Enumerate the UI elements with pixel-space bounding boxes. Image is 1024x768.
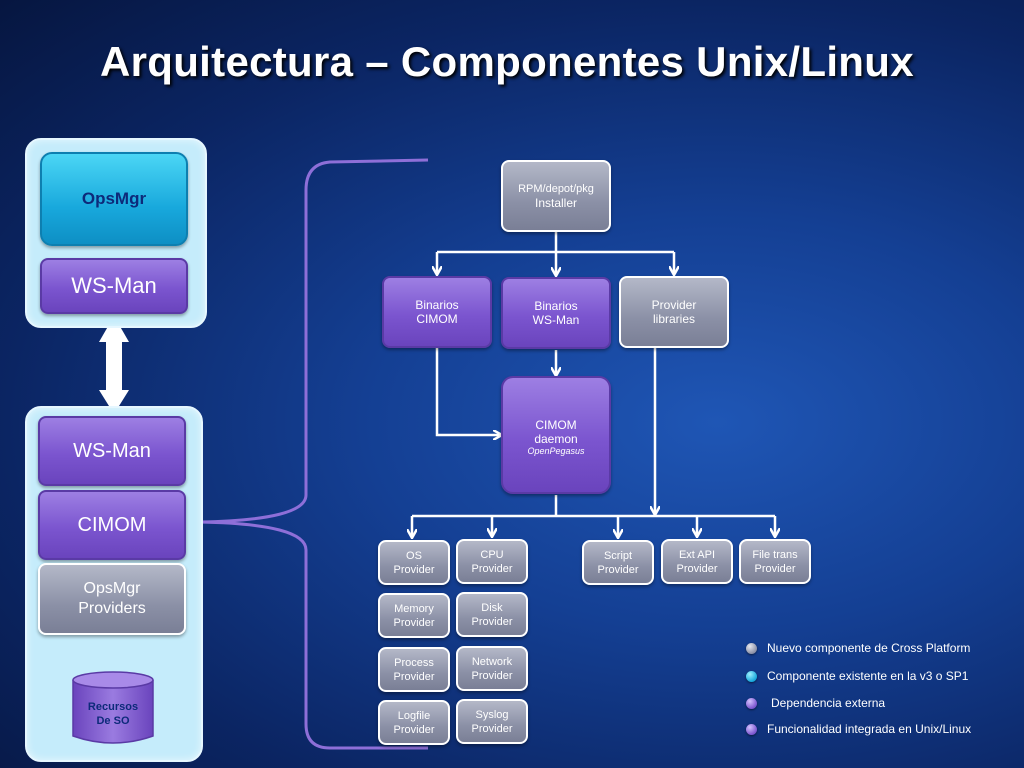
memory-provider-line2: Provider <box>393 616 435 629</box>
disk-provider-line2: Provider <box>471 615 513 628</box>
os-resources-cylinder: Recursos De SO <box>71 670 155 748</box>
cimom-daemon-sub: OpenPegasus <box>527 446 585 456</box>
resources-line1: Recursos <box>87 701 139 713</box>
syslog-provider-line2: Provider <box>471 722 513 735</box>
binarios-wsman-line1: Binarios <box>534 299 578 313</box>
os-provider-line1: OS <box>406 549 422 562</box>
logfile-provider-line2: Provider <box>393 723 435 736</box>
cimom-daemon-line1: CIMOM <box>535 418 577 432</box>
cpu-provider-line2: Provider <box>471 562 513 575</box>
legend-label: Funcionalidad integrada en Unix/Linux <box>767 722 972 736</box>
opsmgr-providers-box: OpsMgr Providers <box>38 563 186 635</box>
os-provider-box: OS Provider <box>378 540 450 585</box>
legend-item-external: Dependencia externa <box>746 696 885 710</box>
script-provider-line2: Provider <box>597 563 639 576</box>
syslog-provider-box: Syslog Provider <box>456 699 528 744</box>
opsmgr-box: OpsMgr <box>40 152 188 246</box>
memory-provider-box: Memory Provider <box>378 593 450 638</box>
logfile-provider-line1: Logfile <box>397 709 431 722</box>
slide-title: Arquitectura – Componentes Unix/Linux <box>100 38 914 85</box>
cpu-provider-box: CPU Provider <box>456 539 528 584</box>
binarios-wsman-box: Binarios WS-Man <box>501 277 611 349</box>
wsman-bottom-label: WS-Man <box>73 440 151 462</box>
binarios-cimom-line1: Binarios <box>415 298 459 312</box>
extapi-provider-line1: Ext API <box>678 548 716 561</box>
provider-libraries-box: Provider libraries <box>619 276 729 348</box>
wsman-top-label: WS-Man <box>71 273 157 298</box>
binarios-cimom-box: Binarios CIMOM <box>382 276 492 348</box>
provider-libraries-line2: libraries <box>652 312 695 326</box>
network-provider-box: Network Provider <box>456 646 528 691</box>
process-provider-line2: Provider <box>393 670 435 683</box>
legend-item-integrated: Funcionalidad integrada en Unix/Linux <box>746 722 971 736</box>
purple-bullet-icon <box>746 697 757 709</box>
binarios-wsman-line2: WS-Man <box>532 313 580 327</box>
installer-box: RPM/depot/pkg Installer <box>501 160 611 232</box>
os-provider-line2: Provider <box>393 563 435 576</box>
grey-bullet-icon <box>746 642 757 654</box>
teal-bullet-icon <box>746 670 757 682</box>
process-provider-line1: Process <box>394 656 434 669</box>
filetrans-provider-box: File trans Provider <box>739 539 811 584</box>
cimom-box: CIMOM <box>38 490 186 560</box>
disk-provider-line1: Disk <box>481 601 503 614</box>
wsman-top-box: WS-Man <box>40 258 188 314</box>
filetrans-provider-line1: File trans <box>752 548 798 561</box>
filetrans-provider-line2: Provider <box>754 562 796 575</box>
installer-line2: Installer <box>534 196 578 210</box>
process-provider-box: Process Provider <box>378 647 450 692</box>
logfile-provider-box: Logfile Provider <box>378 700 450 745</box>
script-provider-box: Script Provider <box>582 540 654 585</box>
legend-label: Dependencia externa <box>771 696 886 710</box>
double-arrow-icon <box>99 316 129 414</box>
installer-line1: RPM/depot/pkg <box>518 183 594 195</box>
legend-item-new: Nuevo componente de Cross Platform <box>746 641 970 655</box>
cimom-daemon-line2: daemon <box>534 432 578 446</box>
purple-bullet-icon <box>746 723 757 735</box>
extapi-provider-box: Ext API Provider <box>661 539 733 584</box>
opsmgr-label: OpsMgr <box>81 189 147 208</box>
cimom-label: CIMOM <box>77 514 147 536</box>
syslog-provider-line1: Syslog <box>475 708 509 721</box>
extapi-provider-line2: Provider <box>676 562 718 575</box>
network-provider-line2: Provider <box>471 669 513 682</box>
legend-label: Nuevo componente de Cross Platform <box>767 641 971 655</box>
resources-line2: De SO <box>96 715 130 727</box>
memory-provider-line1: Memory <box>394 602 434 615</box>
script-provider-line1: Script <box>603 549 633 562</box>
legend-label: Componente existente en la v3 o SP1 <box>767 669 969 683</box>
opsmgr-providers-line2: Providers <box>78 600 146 617</box>
network-provider-line1: Network <box>471 655 513 668</box>
wsman-bottom-box: WS-Man <box>38 416 186 486</box>
disk-provider-box: Disk Provider <box>456 592 528 637</box>
provider-libraries-line1: Provider <box>651 298 697 312</box>
opsmgr-providers-line1: OpsMgr <box>83 580 141 597</box>
cpu-provider-line1: CPU <box>480 548 504 561</box>
legend-item-existing: Componente existente en la v3 o SP1 <box>746 669 968 683</box>
binarios-cimom-line2: CIMOM <box>416 312 458 326</box>
cimom-daemon-box: CIMOM daemon OpenPegasus <box>501 376 611 494</box>
